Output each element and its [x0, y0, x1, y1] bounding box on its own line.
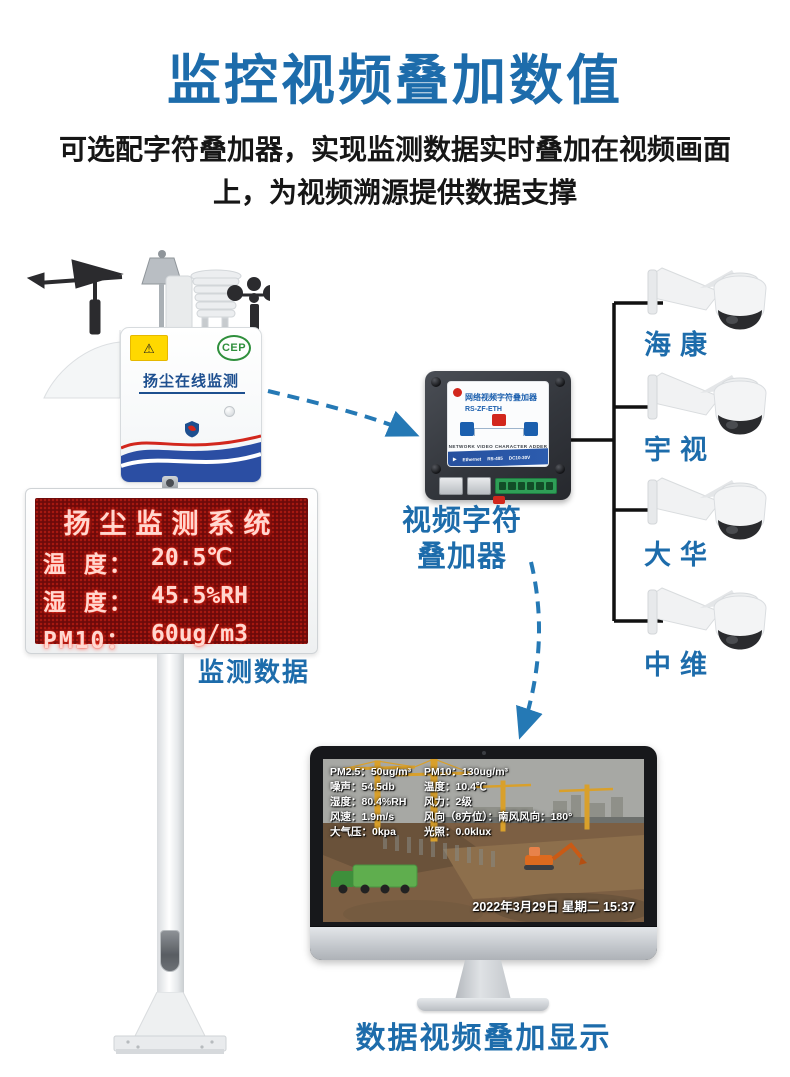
video-character-adder-device: 网络视频字符叠加器 RS-ZF-ETH NETWORK VIDEO CHARAC…	[425, 371, 571, 504]
camera-brand-label: 海康	[644, 330, 716, 360]
port-label-ethernet: Ethernet	[462, 456, 482, 462]
diagram-wires	[474, 428, 524, 436]
led-mount-top	[162, 476, 178, 490]
monitor-base	[417, 998, 549, 1011]
adder-port-strip: ▶ Ethernet RS-485 DC10-30V	[448, 448, 548, 466]
led-row-humidity: 湿 度： 45.5%RH	[43, 583, 248, 616]
camera-brand-label: 宇视	[644, 435, 716, 465]
camera-brand-label: 大华	[644, 540, 716, 570]
dome-camera-haikang: 海康	[640, 258, 790, 364]
weather-sensors-icon	[26, 250, 270, 335]
subtitle-line2: 上，为视频溯源提供数据支撑	[212, 177, 577, 208]
screw-icon	[555, 464, 565, 474]
mini-diagram	[456, 414, 542, 440]
port-label-rs485: RS-485	[487, 455, 503, 461]
page-title: 监控视频叠加数值	[167, 51, 623, 111]
label-underline	[139, 392, 245, 394]
indicator-light	[224, 406, 235, 417]
station-base	[113, 992, 227, 1054]
warning-icon: ⚠	[130, 335, 168, 361]
led-display: 扬尘监测系统 温 度： 20.5℃ 湿 度： 45.5%RH PM10： 60u…	[25, 488, 318, 654]
station-caption: 监测数据	[198, 657, 311, 687]
dome-camera-yushi: 宇视	[640, 363, 790, 469]
page-subtitle: 可选配字符叠加器，实现监测数据实时叠加在视频画面 上，为视频溯源提供数据支撑	[0, 128, 790, 214]
monitor-stand	[455, 960, 511, 1000]
station-enclosure: ⚠ CEP 扬尘在线监测	[120, 327, 262, 483]
brand-logo-icon	[453, 388, 462, 397]
dome-camera-dahua: 大华	[640, 468, 790, 574]
pole-access-slot	[160, 930, 180, 972]
webcam-dot-icon	[481, 751, 486, 755]
cep-cert-badge: CEP	[217, 335, 251, 361]
brand-logo-icon	[185, 421, 199, 438]
port-label-power: DC10-30V	[508, 454, 531, 461]
truck-icon	[331, 864, 418, 894]
adder-subtitle: NETWORK VIDEO CHARACTER ADDER	[448, 444, 548, 449]
screw-icon	[431, 464, 441, 474]
subtitle-line1: 可选配字符叠加器，实现监测数据实时叠加在视频画面	[58, 134, 731, 165]
led-screen: 扬尘监测系统 温 度： 20.5℃ 湿 度： 45.5%RH PM10： 60u…	[35, 498, 308, 654]
dome-camera-icon	[647, 477, 767, 540]
screw-icon	[431, 377, 441, 387]
video-datetime: 2022年3月29日 星期二 15:37	[472, 900, 635, 914]
wave-decoration	[121, 434, 261, 482]
camera-icon: ▶	[453, 456, 457, 462]
screw-icon	[555, 377, 565, 387]
dome-camera-icon	[647, 267, 767, 330]
dome-camera-zhongwei: 中维	[640, 578, 790, 684]
camera-icon	[460, 422, 474, 436]
red-cap	[493, 496, 505, 504]
station-box-label: 扬尘在线监测	[142, 373, 239, 390]
overlay-box-icon	[492, 414, 506, 426]
adder-title: 网络视频字符叠加器	[465, 393, 537, 402]
camera-brand-label: 中维	[644, 650, 716, 680]
monitor-caption: 数据视频叠加显示	[355, 1022, 612, 1055]
dome-camera-icon	[647, 587, 767, 650]
led-row-temperature: 温 度： 20.5℃	[43, 545, 233, 578]
adder-faceplate: 网络视频字符叠加器 RS-ZF-ETH NETWORK VIDEO CHARAC…	[447, 381, 549, 467]
terminal-block	[495, 478, 557, 494]
construction-site-video	[323, 759, 644, 922]
cloud-icon	[524, 422, 538, 436]
dome-camera-icon	[647, 372, 767, 435]
adder-hardware-ports	[439, 477, 557, 495]
excavator-icon	[524, 842, 587, 870]
rj45-port	[439, 477, 463, 495]
adder-model: RS-ZF-ETH	[465, 406, 502, 413]
monitor-chin	[310, 926, 657, 960]
led-title: 扬尘监测系统	[63, 509, 280, 540]
rj45-port	[467, 477, 491, 495]
led-row-pm10: PM10： 60ug/m3	[43, 621, 248, 654]
arrow-adder-to-monitor	[516, 561, 543, 740]
arrow-station-to-adder	[267, 389, 420, 437]
adder-caption: 视频字符 叠加器	[401, 505, 522, 573]
